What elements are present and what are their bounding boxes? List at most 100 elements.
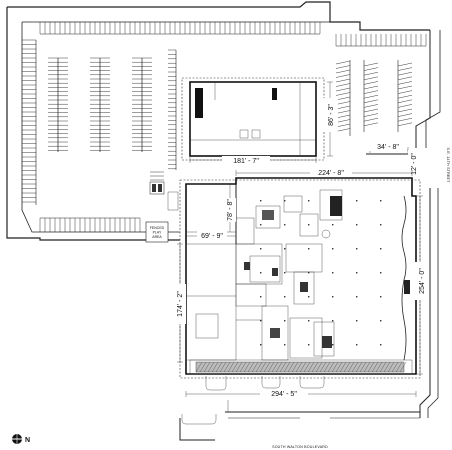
stall-line (363, 62, 379, 67)
structural-column (308, 248, 310, 250)
street-label-14th: S.E. 14TH STREET (446, 148, 450, 184)
stall-line (397, 62, 413, 67)
play-area-label-1: FENCED (150, 226, 165, 230)
structural-column (308, 224, 310, 226)
stall-line (335, 123, 351, 128)
sidewalk-hatch-line (207, 361, 215, 373)
structural-column (260, 296, 262, 298)
dim-label-69-9: 69' - 9" (201, 233, 223, 240)
sidewalk-hatch-line (275, 361, 283, 373)
sidewalk-hatch-line (383, 361, 391, 373)
structural-column (260, 320, 262, 322)
pad-34-8: 34' - 8" 12' - 0" (366, 142, 424, 180)
stall-line (363, 85, 379, 90)
sidewalk-hatch-line (287, 361, 295, 373)
stall-line (363, 104, 379, 108)
sidewalk-hatch-line (387, 361, 395, 373)
sidewalk-hatch-line (195, 361, 203, 373)
stall-line (335, 96, 351, 101)
dim-label-254-0: 254' - 0" (419, 268, 426, 294)
structural-column (332, 248, 334, 250)
stall-line (397, 108, 413, 113)
structural-column (356, 296, 358, 298)
sidewalk-hatch-line (323, 361, 331, 373)
structural-column (284, 224, 286, 226)
stall-line (397, 71, 413, 76)
structural-column (332, 296, 334, 298)
main-building (179, 177, 421, 379)
sidewalk-hatch-line (235, 361, 243, 373)
structural-column (380, 248, 382, 250)
stall-line (335, 119, 351, 123)
stall-line (397, 94, 413, 99)
sidewalk-hatch-line (355, 361, 363, 373)
stall-line (363, 67, 379, 71)
sidewalk-hatch-line (267, 361, 275, 373)
structural-column (284, 272, 286, 274)
stall-line (363, 76, 379, 81)
structural-column (380, 200, 382, 202)
sidewalk-hatch-line (211, 361, 219, 373)
structural-column (332, 320, 334, 322)
sidewalk-hatch-line (227, 361, 235, 373)
sidewalk-hatch-line (319, 361, 327, 373)
stall-line (397, 85, 413, 90)
dim-label-174-2: 174' - 2" (177, 291, 184, 317)
stall-line (335, 78, 351, 83)
sidewalk-hatch-line (247, 361, 255, 373)
stall-line (397, 113, 413, 117)
stall-line (335, 65, 351, 69)
dimension-224-8: 224' - 8" (235, 168, 413, 177)
sidewalk-hatch-line (299, 361, 307, 373)
stall-line (397, 81, 413, 85)
structural-column (332, 272, 334, 274)
dim-label-78-8: 78' - 8" (227, 199, 234, 221)
structural-column (308, 200, 310, 202)
sidewalk-hatch-line (379, 361, 387, 373)
sidewalk-hatch-line (251, 361, 259, 373)
dim-label-34-8: 34' - 8" (377, 144, 399, 151)
structural-column (380, 224, 382, 226)
stall-line (363, 122, 379, 127)
stall-line (397, 122, 413, 127)
stall-line (397, 67, 413, 71)
stall-line (363, 94, 379, 99)
street-label-south-walton: SOUTH WALTON BOULEVARD (272, 445, 328, 449)
stall-line (335, 92, 351, 96)
structural-column (380, 296, 382, 298)
stall-line (335, 110, 351, 114)
front-curb-islands (181, 376, 325, 425)
structural-column (260, 224, 262, 226)
stall-line (335, 114, 351, 119)
north-building (181, 77, 325, 161)
dim-label-294-5: 294' - 5" (271, 391, 297, 398)
sidewalk-hatch-line (347, 361, 355, 373)
stall-line (397, 90, 413, 94)
stall-line (363, 81, 379, 85)
structural-column (260, 200, 262, 202)
structural-column (308, 272, 310, 274)
north-arrow-icon: N (12, 434, 30, 444)
structural-column (260, 272, 262, 274)
stall-line (397, 76, 413, 81)
sidewalk-hatch-line (243, 361, 251, 373)
sidewalk-hatch-line (375, 361, 383, 373)
sidewalk-hatch-line (203, 361, 211, 373)
sidewalk-hatch-line (395, 361, 403, 373)
structural-column (284, 200, 286, 202)
bike-racks (149, 181, 179, 211)
sidewalk-hatch-line (283, 361, 291, 373)
structural-column (260, 248, 262, 250)
sidewalk-hatch-line (367, 361, 375, 373)
sidewalk-hatch-line (391, 361, 399, 373)
parking-stalls (22, 22, 427, 232)
sidewalk-hatch-line (371, 361, 379, 373)
stall-line (363, 113, 379, 117)
play-area-label-2: PLAY (153, 231, 162, 235)
fenced-play-area: FENCED PLAY AREA (145, 221, 169, 243)
sidewalk-hatch-line (291, 361, 299, 373)
sidewalk-hatch-line (335, 361, 343, 373)
structural-column (260, 344, 262, 346)
structural-column (332, 344, 334, 346)
structural-column (356, 272, 358, 274)
